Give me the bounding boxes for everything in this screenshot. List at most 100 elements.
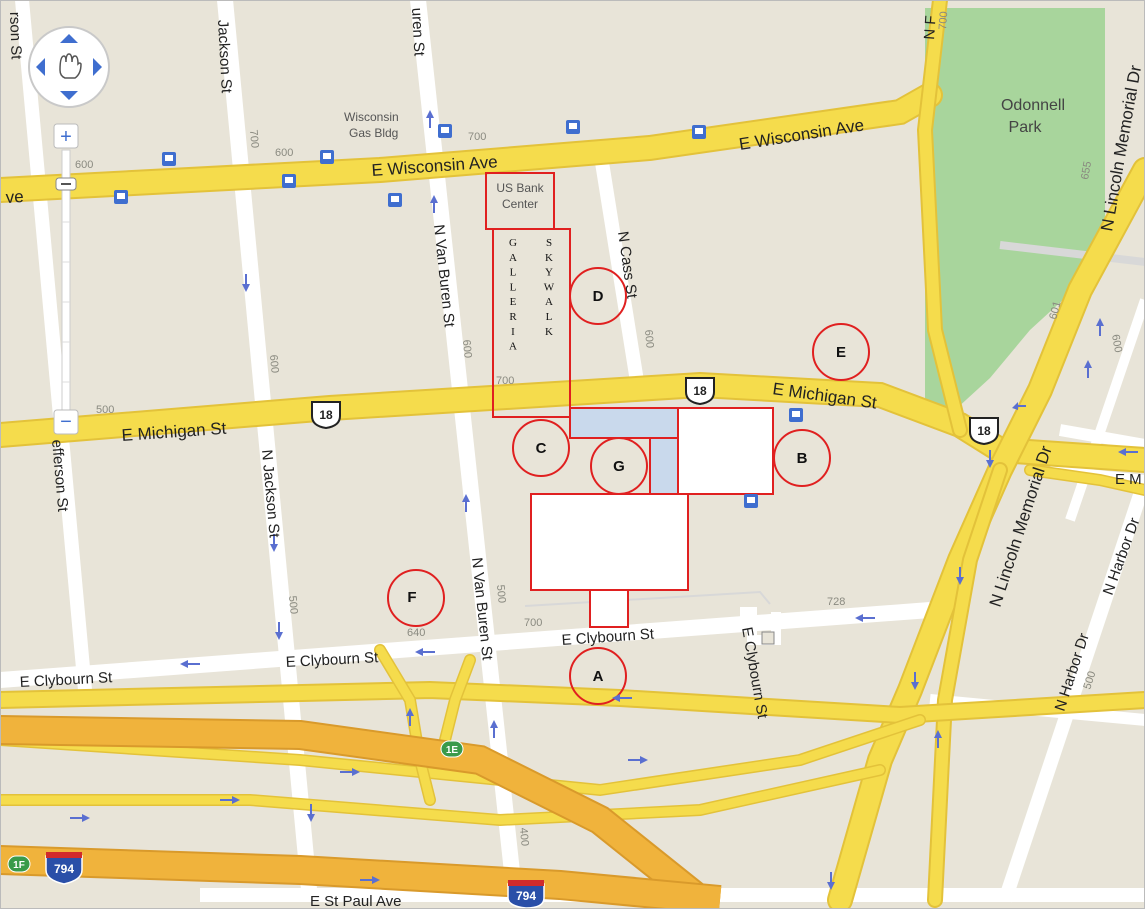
poi-wisconsin-gas-1: Wisconsin [344,110,399,124]
num-500a: 500 [96,404,114,416]
park-label-1: Odonnell [1001,97,1065,114]
label-clybourn-st-mid: E Clybourn St [285,649,379,671]
skywalk-letter: L [546,311,553,323]
galleria-letter: L [510,267,517,279]
marker-circles [387,267,870,705]
interstate-794 [0,715,722,909]
svg-text:18: 18 [977,424,991,438]
galleria-letter: A [509,252,517,264]
us18-shield-west: 18 [311,401,341,430]
small-building [761,631,775,645]
skywalk-segment-2 [649,437,679,495]
park-label-2: Park [1009,119,1043,136]
odonnell-park [925,8,1105,410]
i794-shield-west: 794 [45,852,83,885]
us-bank-label-2: Center [502,197,538,211]
zoom-control: + − [52,122,80,438]
skywalk-structures [485,172,774,628]
galleria-skywalk-box [492,228,571,418]
label-jackson-st: Jackson St [214,19,235,94]
zoom-in-button[interactable] [54,124,78,148]
num-655: 655 [1079,160,1094,180]
label-buren-st: uren St [408,7,428,57]
marker-b[interactable]: B [797,450,808,467]
num-500b: 500 [286,595,300,614]
clybourn-loop-road [740,607,781,645]
poi-wisconsin-gas-2: Gas Bldg [349,126,398,140]
svg-text:+: + [60,126,72,148]
num-600c: 600 [267,354,281,373]
skywalk-letter: W [544,281,555,293]
label-clybourn-st-west: E Clybourn St [19,669,113,691]
num-600e: 600 [642,329,656,348]
marker-a[interactable]: A [593,668,604,685]
num-400: 400 [517,827,531,846]
zoom-out-button[interactable] [54,410,78,434]
marker-g[interactable]: G [613,458,625,475]
galleria-letter: I [511,326,515,338]
us18-shield-mid: 18 [685,377,715,406]
num-700e: 700 [937,11,950,30]
num-728: 728 [827,596,845,608]
label-e-m: E M [1115,471,1142,488]
svg-text:−: − [60,411,72,433]
marker-c[interactable]: C [536,440,547,457]
exit-1f-badge: 1F [7,855,31,873]
pan-right-icon [93,58,102,76]
hand-icon [59,53,82,79]
skywalk-letter: K [545,326,553,338]
skywalk-letter: Y [545,267,553,279]
skywalk-letter: S [546,237,552,249]
label-wisconsin-ave-west: ve [5,187,24,207]
galleria-letter: A [509,341,517,353]
num-500d: 500 [1081,670,1098,691]
skywalk-letter: K [545,252,553,264]
skywalk-letter: A [545,296,553,308]
num-700d: 700 [524,617,542,629]
num-700a: 700 [247,129,261,148]
pan-left-icon [36,58,45,76]
building-main [530,493,689,591]
label-n-f: N F [921,15,940,40]
num-700c: 700 [496,375,514,387]
num-600d: 600 [460,339,474,358]
label-jefferson-st: efferson St [48,439,71,513]
one-way-arrows [70,110,1138,890]
label-st-paul-ave: E St Paul Ave [310,893,401,909]
galleria-letter: G [509,237,517,249]
i794-shield-east: 794 [507,880,545,909]
transit-icons [114,120,803,508]
marker-f[interactable]: F [407,589,416,606]
pan-control[interactable] [26,24,112,110]
svg-text:794: 794 [54,862,74,876]
pan-down-icon [60,91,78,100]
marker-d[interactable]: D [593,288,604,305]
num-600f: 600 [1109,333,1124,353]
num-700b: 700 [468,131,486,143]
num-601: 601 [1047,300,1063,321]
num-600a: 600 [75,159,93,171]
us-bank-label-1: US Bank [496,181,544,195]
us18-shield-east: 18 [969,417,999,446]
num-600b: 600 [275,147,293,159]
svg-text:1E: 1E [446,745,459,756]
num-640: 640 [407,627,425,639]
num-500c: 500 [494,584,508,603]
zoom-slider-handle[interactable] [56,178,76,190]
label-clybourn-st-east: E Clybourn St [561,626,655,649]
svg-text:18: 18 [693,384,707,398]
galleria-letter: E [510,296,517,308]
svg-text:1F: 1F [13,860,25,871]
svg-text:18: 18 [319,408,333,422]
exit-1e-badge: 1E [440,740,464,758]
galleria-letter: R [509,311,517,323]
marker-e[interactable]: E [836,344,846,361]
svg-text:794: 794 [516,889,536,903]
building-a [589,589,629,628]
pan-up-icon [60,34,78,43]
